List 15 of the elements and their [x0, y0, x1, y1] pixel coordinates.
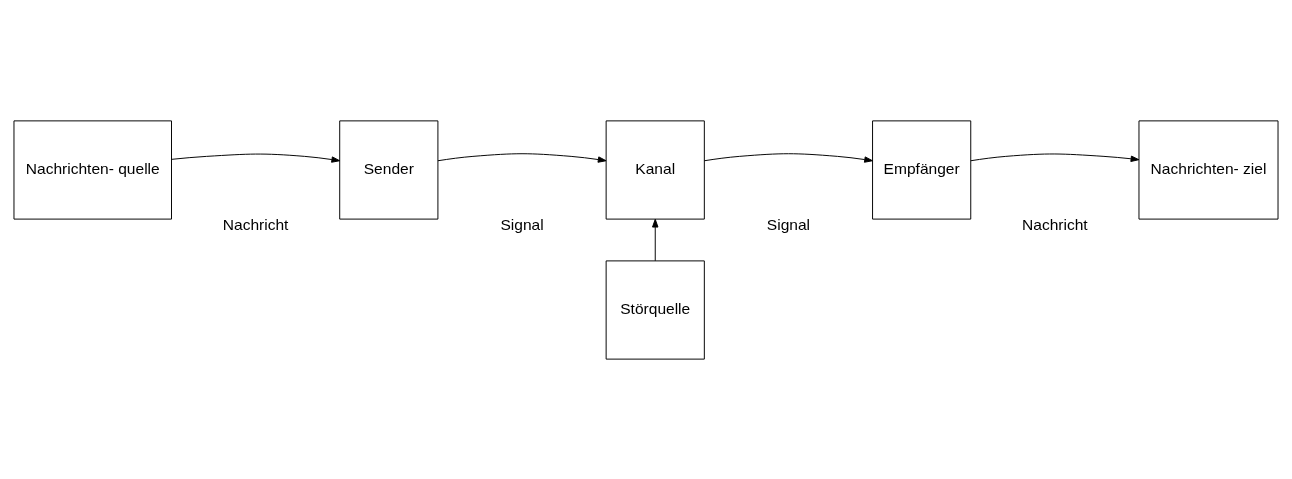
arrow [703, 152, 873, 163]
node-box: Kanal [605, 119, 705, 220]
label: Nachricht [222, 215, 289, 233]
node-box: Störquelle [605, 259, 705, 360]
label: Nachricht [1022, 215, 1088, 233]
node-box: Nachrichten- ziel [1138, 119, 1279, 220]
arrow [970, 153, 1140, 162]
arrow [652, 218, 659, 261]
node-box: Nachrichten- quelle [13, 119, 172, 220]
node-box: Empfänger [872, 119, 972, 220]
arrow [171, 153, 341, 163]
label: Signal [766, 215, 811, 233]
node-box: Sender [339, 119, 439, 220]
label: Signal [500, 215, 544, 233]
arrow [437, 152, 607, 163]
